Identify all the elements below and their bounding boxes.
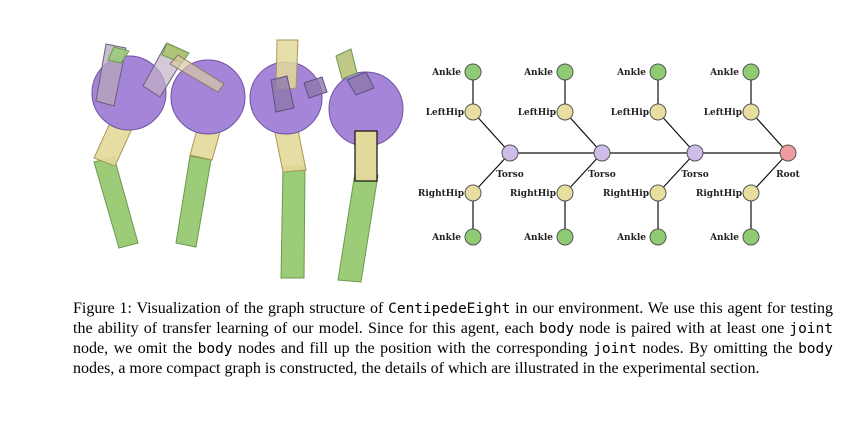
label-root: Root <box>776 170 800 180</box>
root-node <box>779 144 797 162</box>
caption-text: nodes. By omitting the <box>636 340 799 357</box>
label-ankle-bottom-2: Ankle <box>523 233 553 243</box>
label-righthip-4: RightHip <box>696 189 742 199</box>
lefthip-node-1 <box>464 103 482 121</box>
lefthip-node-3 <box>649 103 667 121</box>
label-ankle-bottom-4: Ankle <box>709 233 739 243</box>
lefthip-node-4 <box>742 103 760 121</box>
lefthip-node-2 <box>556 103 574 121</box>
shin-segment-4 <box>337 172 379 283</box>
label-righthip-2: RightHip <box>510 189 556 199</box>
upper-leg-4c <box>346 71 375 96</box>
torso-node-1 <box>501 144 519 162</box>
ankle-node-bottom-1 <box>464 228 482 246</box>
label-lefthip-3: LeftHip <box>611 108 649 118</box>
caption-code: body <box>798 341 833 357</box>
ankle-node-bottom-3 <box>649 228 667 246</box>
shin-segment-2 <box>175 155 212 248</box>
caption-text: nodes, a more compact graph is construct… <box>73 360 760 377</box>
caption-code: joint <box>789 321 833 337</box>
thigh-segment-4 <box>354 130 378 182</box>
label-righthip-3: RightHip <box>603 189 649 199</box>
figure-1: Ankle Ankle Ankle Ankle LeftHip LeftHip … <box>91 39 801 283</box>
ankle-node-top-3 <box>649 63 667 81</box>
graph-diagram: Ankle Ankle Ankle Ankle LeftHip LeftHip … <box>418 63 801 246</box>
caption-text: node, we omit the <box>73 340 198 357</box>
righthip-node-1 <box>464 184 482 202</box>
label-lefthip-2: LeftHip <box>518 108 556 118</box>
upper-leg-2c <box>169 54 225 93</box>
torso-node-3 <box>686 144 704 162</box>
shin-segment-3 <box>280 165 306 279</box>
upper-leg-1b <box>107 46 130 64</box>
label-ankle-top-2: Ankle <box>523 68 553 78</box>
ankle-node-top-4 <box>742 63 760 81</box>
caption-text: Figure 1: Visualization of the graph str… <box>73 300 389 317</box>
righthip-node-3 <box>649 184 667 202</box>
caption-text: node is paired with at least one <box>573 320 790 337</box>
caption-code: body <box>197 341 233 357</box>
label-torso-1: Torso <box>496 170 523 180</box>
label-lefthip-1: LeftHip <box>426 108 464 118</box>
ankle-node-top-1 <box>464 63 482 81</box>
agent-render <box>91 39 404 283</box>
upper-leg-4a <box>335 48 358 80</box>
graph-labels: Ankle Ankle Ankle Ankle LeftHip LeftHip … <box>418 68 801 243</box>
label-ankle-top-3: Ankle <box>616 68 646 78</box>
righthip-node-4 <box>742 184 760 202</box>
torso-sphere-2 <box>170 59 246 135</box>
label-ankle-bottom-1: Ankle <box>431 233 461 243</box>
label-lefthip-4: LeftHip <box>704 108 742 118</box>
shin-segment-1 <box>93 156 139 249</box>
caption-code: body <box>539 321 574 337</box>
ankle-node-bottom-4 <box>742 228 760 246</box>
righthip-node-2 <box>556 184 574 202</box>
label-torso-2: Torso <box>588 170 615 180</box>
caption-text: nodes and fill up the position with the … <box>232 340 594 357</box>
torso-node-2 <box>593 144 611 162</box>
upper-leg-3b <box>270 75 295 113</box>
caption-text: in our environment. We use this agent fo… <box>73 300 834 337</box>
ankle-node-top-2 <box>556 63 574 81</box>
figure-caption: Figure 1: Visualization of the graph str… <box>73 299 833 379</box>
label-righthip-1: RightHip <box>418 189 464 199</box>
upper-leg-4b <box>303 76 328 99</box>
graph-nodes <box>464 63 797 246</box>
label-torso-3: Torso <box>681 170 708 180</box>
graph-edges <box>472 72 789 237</box>
caption-code: joint <box>593 341 637 357</box>
label-ankle-top-1: Ankle <box>431 68 461 78</box>
label-ankle-top-4: Ankle <box>709 68 739 78</box>
ankle-node-bottom-2 <box>556 228 574 246</box>
label-ankle-bottom-3: Ankle <box>616 233 646 243</box>
caption-code: CentipedeEight <box>388 301 511 317</box>
